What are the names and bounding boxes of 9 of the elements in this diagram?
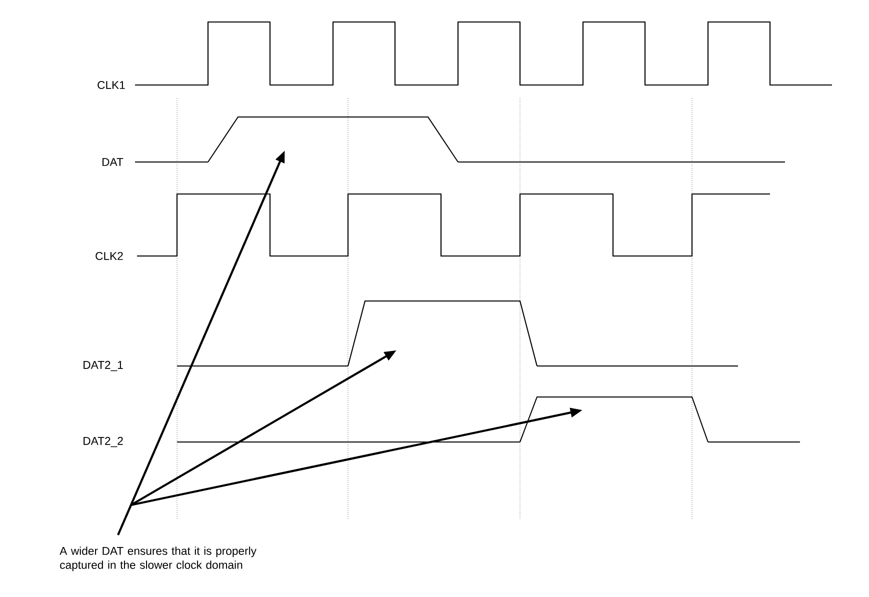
signal-label: DAT2_1 — [84, 360, 123, 372]
signal-label: CLK1 — [98, 81, 125, 89]
signal-label: DAT — [102, 158, 124, 166]
pulse — [208, 116, 458, 162]
signal-label: DAT2_2 — [84, 436, 123, 448]
signal-label: CLK2 — [96, 252, 123, 260]
pulse — [520, 396, 708, 442]
annotation-text: A wider DAT ensures that it is properly captured in the slower clock domain — [60, 546, 256, 572]
pulse — [347, 300, 538, 366]
